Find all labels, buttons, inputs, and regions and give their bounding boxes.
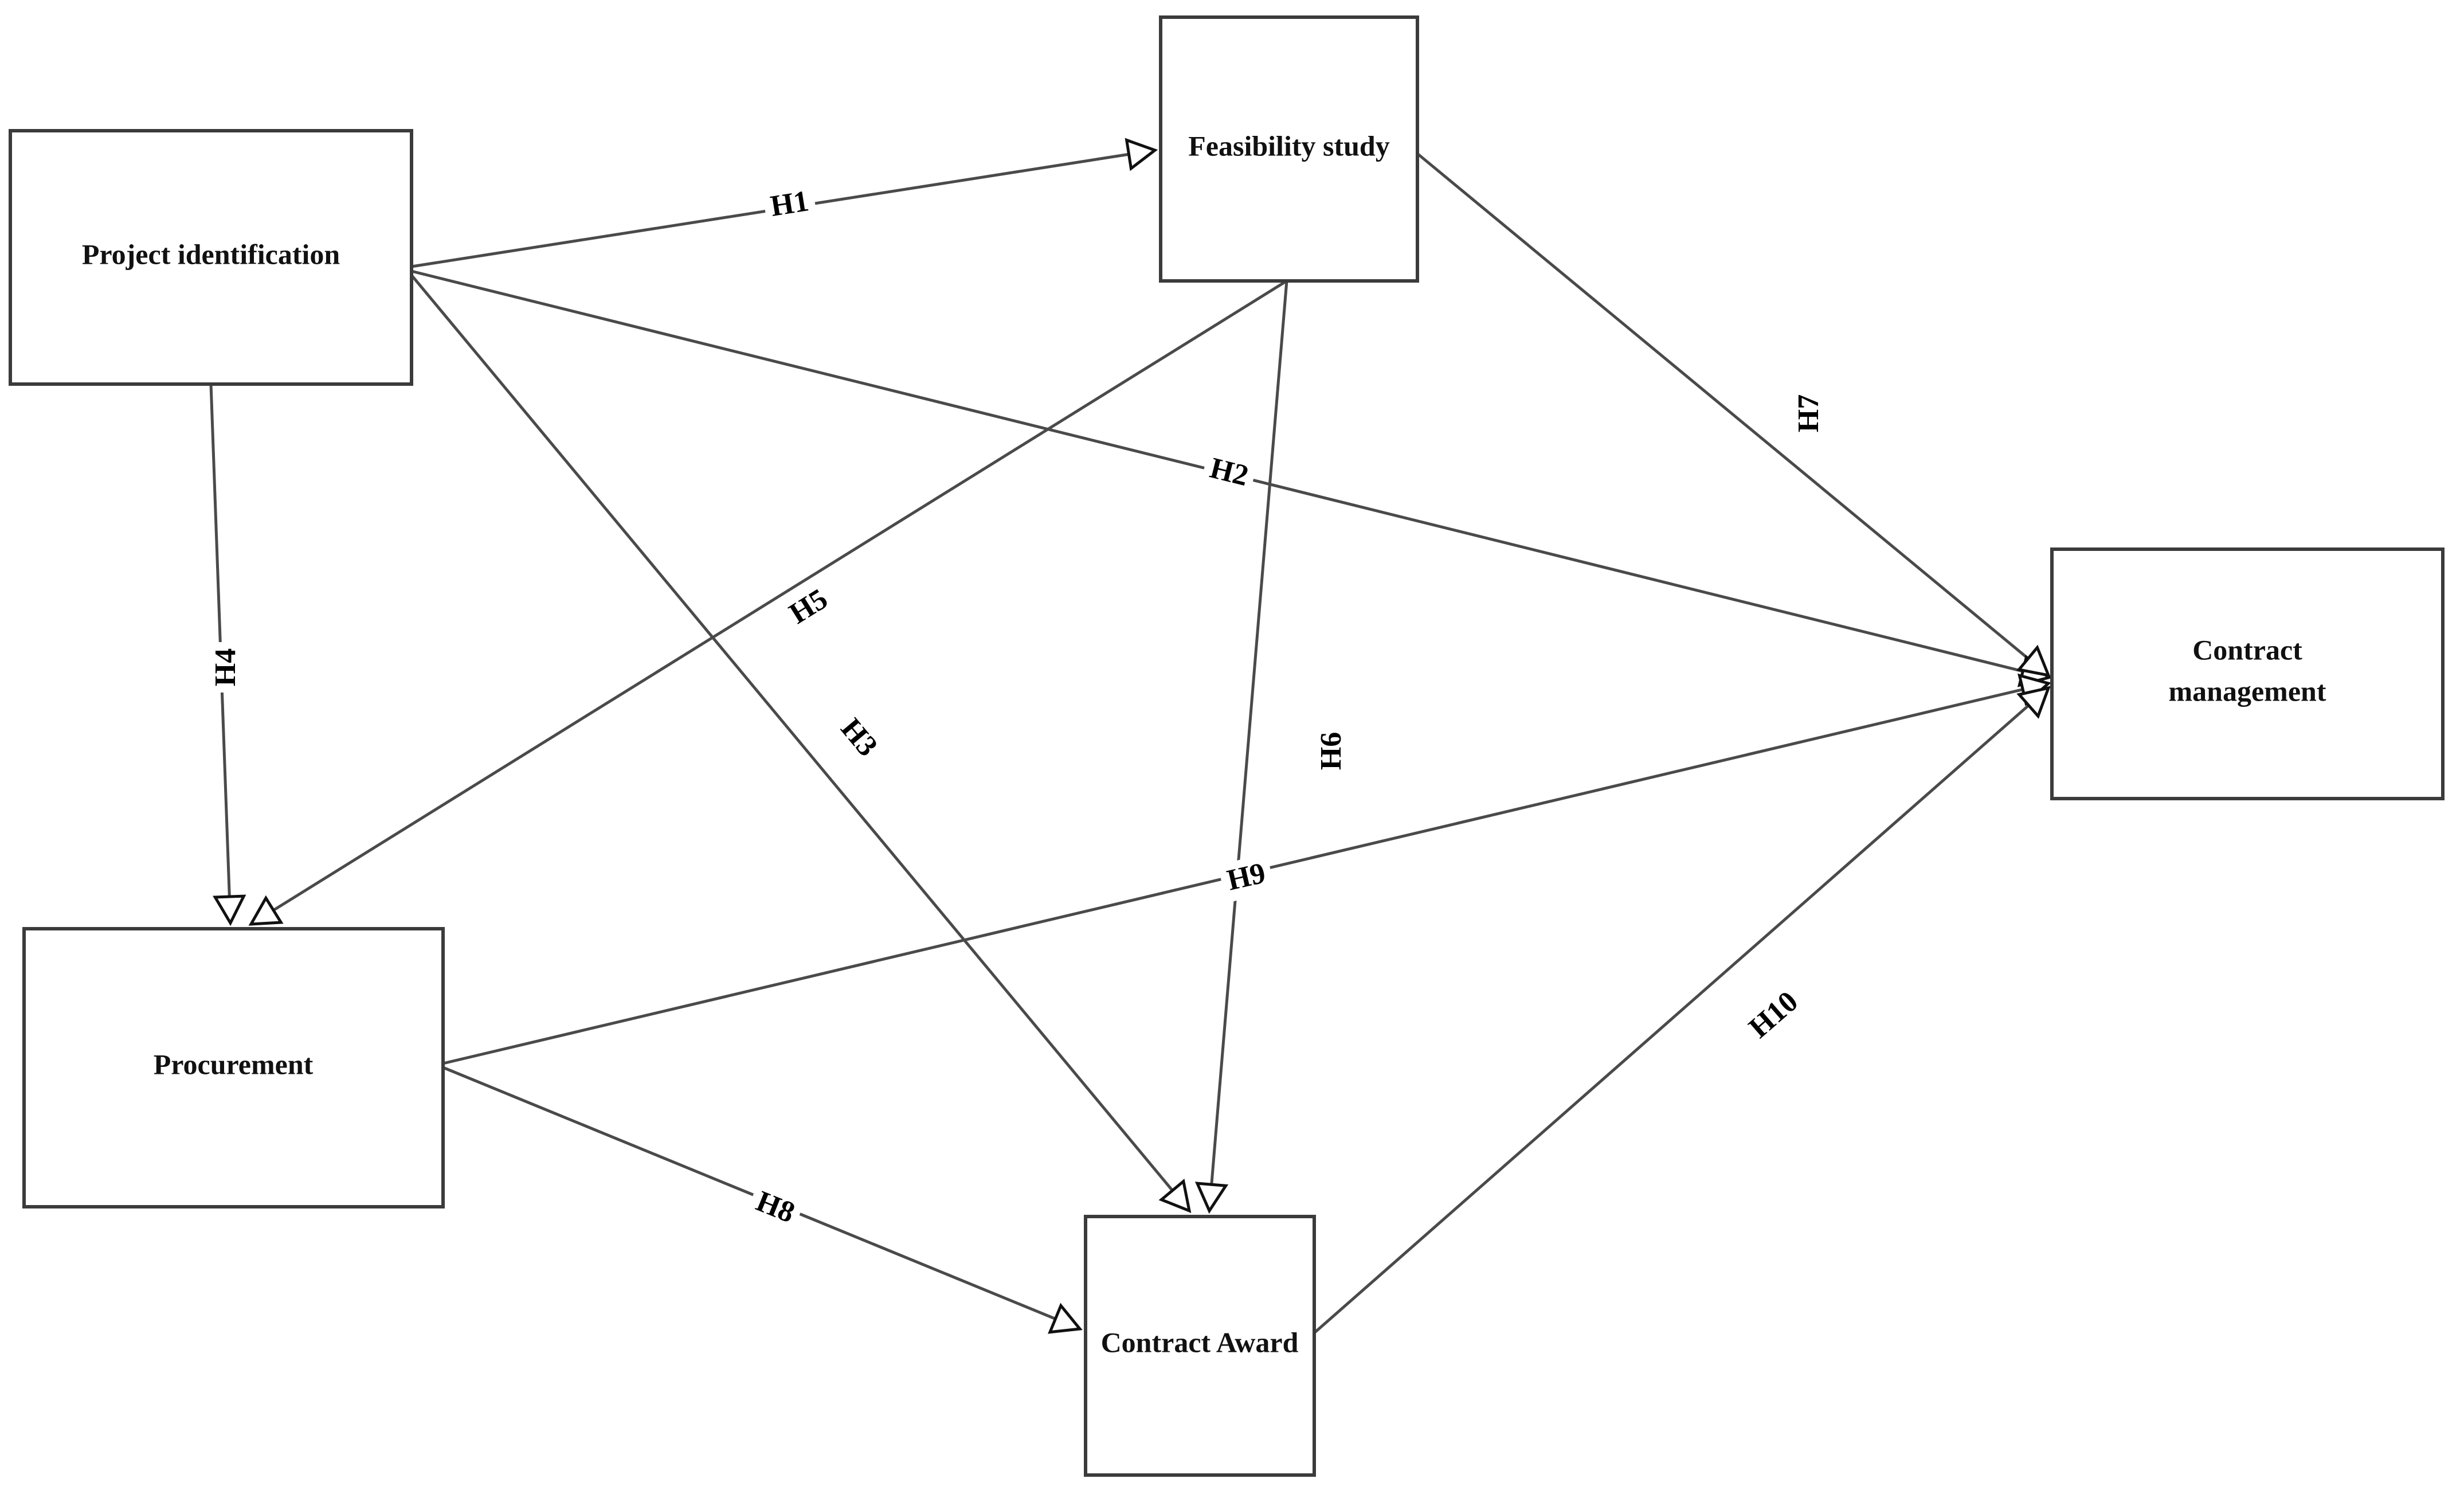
node-label-procurement: Procurement bbox=[154, 1048, 314, 1080]
edge-label-h7: H7 bbox=[1792, 394, 1825, 432]
edge-label-group-h9: H9 bbox=[1217, 853, 1276, 904]
edge-label-group-h1: H1 bbox=[762, 182, 818, 229]
edge-label-group-h2: H2 bbox=[1200, 448, 1258, 499]
edge-label-halo bbox=[1200, 448, 1258, 499]
edge-line-h7 bbox=[1416, 152, 2050, 676]
edge-label-halo bbox=[1735, 978, 1814, 1054]
edge-line-h6 bbox=[1208, 280, 1288, 1211]
edge-line-h5 bbox=[250, 279, 1288, 926]
node-label-feasibility-study: Feasibility study bbox=[1188, 130, 1389, 162]
arrow-head-h10 bbox=[2016, 686, 2051, 719]
edge-line-h10 bbox=[1313, 687, 2050, 1334]
node-label-contract-management: Contract bbox=[2192, 633, 2302, 666]
nodes-layer: Project identification Feasibility studyC… bbox=[9, 15, 2445, 1477]
node-contract-management[interactable]: Contract management bbox=[2050, 547, 2445, 800]
edge-label-group-h4: H4 bbox=[207, 642, 246, 693]
node-box-procurement bbox=[22, 927, 445, 1208]
node-project-identification[interactable]: Project identification bbox=[9, 129, 413, 386]
node-box-feasibility-study bbox=[1159, 15, 1419, 283]
edge-label-group-h3: H3 bbox=[826, 706, 890, 770]
node-label-project-identification: Project identification bbox=[82, 238, 340, 270]
node-label-contract-management: management bbox=[2169, 675, 2326, 707]
node-procurement[interactable]: Procurement bbox=[22, 927, 445, 1208]
arrow-head-h6 bbox=[1194, 1182, 1229, 1214]
arrowheads-layer bbox=[213, 138, 2052, 1334]
arrow-head-h3 bbox=[1158, 1179, 1192, 1214]
edge-label-h4: H4 bbox=[209, 648, 242, 686]
edge-label-halo bbox=[1217, 853, 1276, 904]
edge-label-halo bbox=[777, 577, 841, 638]
edge-label-h6: H6 bbox=[1315, 732, 1347, 770]
arrow-head-h5 bbox=[248, 895, 284, 926]
edge-label-halo bbox=[762, 182, 818, 229]
edge-line-h3 bbox=[410, 274, 1190, 1212]
edge-label-halo bbox=[207, 642, 246, 693]
edge-label-group-h8: H8 bbox=[744, 1180, 806, 1237]
edge-label-group-h6: H6 bbox=[1313, 726, 1352, 776]
node-feasibility-study[interactable]: Feasibility study bbox=[1159, 15, 1419, 283]
node-box-project-identification bbox=[9, 129, 413, 386]
arrow-head-h7 bbox=[2016, 644, 2051, 678]
arrow-head-h1 bbox=[1125, 138, 1158, 171]
edge-label-halo bbox=[1791, 388, 1830, 439]
edge-label-group-h10: H10 bbox=[1735, 978, 1814, 1054]
node-label-contract-award: Contract Award bbox=[1101, 1326, 1299, 1358]
edge-label-halo bbox=[826, 706, 890, 770]
node-box-contract-management bbox=[2050, 547, 2445, 800]
edge-label-group-h7: H7 bbox=[1791, 388, 1830, 439]
node-box-contract-award bbox=[1084, 1215, 1316, 1477]
edge-label-halo bbox=[744, 1180, 806, 1237]
arrow-head-h8 bbox=[1048, 1303, 1083, 1334]
node-contract-award[interactable]: Contract Award bbox=[1084, 1215, 1316, 1477]
arrow-head-h4 bbox=[213, 894, 246, 926]
edge-label-halo bbox=[1313, 726, 1352, 776]
edge-label-h1: H1 bbox=[768, 185, 811, 223]
edge-label-group-h5: H5 bbox=[777, 577, 841, 638]
edges-layer bbox=[209, 148, 2050, 1334]
